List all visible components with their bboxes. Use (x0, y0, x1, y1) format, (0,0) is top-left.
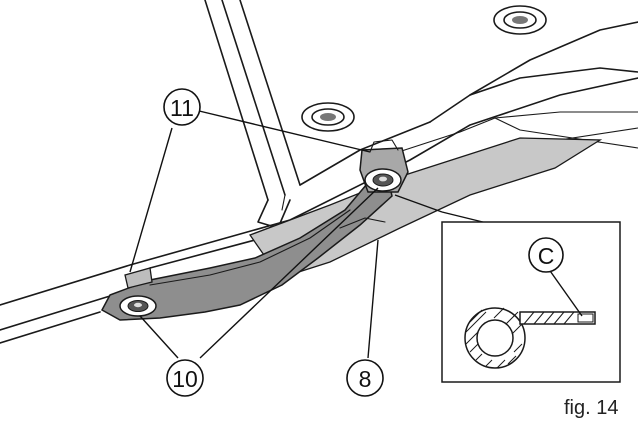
callout-C: C (528, 237, 564, 273)
fastener-left (119, 295, 157, 317)
figure-caption: fig. 14 (564, 397, 618, 419)
svg-text:C: C (538, 243, 555, 269)
svg-text:11: 11 (170, 95, 194, 121)
svg-text:10: 10 (172, 366, 198, 392)
callout-8: 8 (346, 359, 384, 397)
grommet-top-right (493, 5, 547, 35)
fastener-right (359, 139, 409, 193)
leader-lines (129, 109, 496, 359)
tube-section-inner (476, 319, 514, 357)
svg-text:8: 8 (359, 366, 372, 392)
plate-section (519, 311, 596, 325)
link-arm-11 (100, 177, 393, 321)
callout-10: 10 (166, 359, 204, 397)
arm-tab-left (124, 267, 153, 289)
grommet-middle (301, 102, 355, 132)
frame-rails (204, 0, 301, 229)
callout-11: 11 (163, 88, 201, 126)
